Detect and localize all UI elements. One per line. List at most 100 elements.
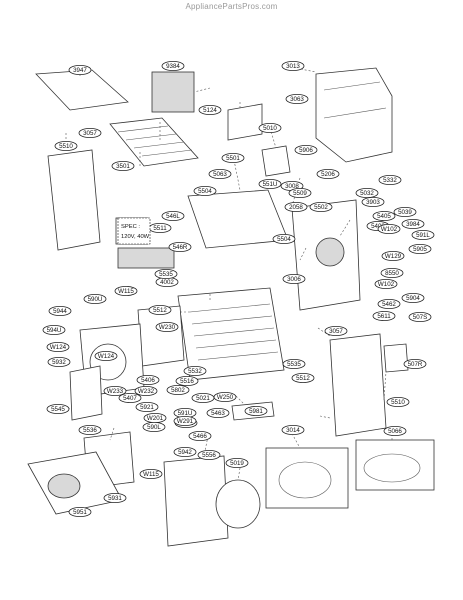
callout-oval [136,374,160,385]
part-callout: 594U [42,324,66,335]
part-number-label: 590L [147,424,161,431]
part-number-label: 5802 [171,387,185,394]
part-number-label: 5931 [108,495,122,502]
part-callout: 5510 [54,140,78,151]
part-callout: 5536 [78,424,102,435]
part-number-label: 5063 [213,171,227,178]
part-callout: W129 [381,250,405,261]
part-callout: 5406 [136,374,160,385]
part-number-label: W124 [98,353,115,360]
part-callout: 5905 [408,243,432,254]
callout-oval [54,140,78,151]
part-number-label: 5466 [193,433,207,440]
callout-oval [103,492,127,503]
part-number-label: 507R [408,361,423,368]
callout-oval [208,168,232,179]
callout-oval [244,405,268,416]
part-callout: 5535 [282,358,306,369]
part-number-label: 5405 [377,213,391,220]
callout-oval [309,201,333,212]
callout-oval [78,424,102,435]
part-callout: W115 [139,468,163,479]
callout-oval [206,407,230,418]
part-number-label: 5010 [263,125,277,132]
part-callout: 5545 [46,403,70,414]
part-number-label: 3014 [286,427,300,434]
callout-oval [148,304,172,315]
part-number-label: 8550 [385,270,399,277]
part-callout: W232 [134,385,158,396]
part-number-label: 5512 [153,307,167,314]
part-callout: 507S [408,311,432,322]
part-callout: 590U [83,293,107,304]
callout-oval [142,421,166,432]
part-callout: 5511 [148,222,172,233]
callout-oval [193,185,217,196]
part-callout: 5932 [47,356,71,367]
part-number-label: 5504 [198,188,212,195]
callout-oval [83,293,107,304]
part-callout: 5516 [175,375,199,386]
part-number-label: 5510 [391,399,405,406]
part-callout: W102 [374,278,398,289]
callout-oval [281,61,305,72]
part-number-label: 2058 [289,204,303,211]
part-callout: 5512 [148,304,172,315]
part-callout: 591U [173,407,197,418]
part-number-label: 5407 [123,395,137,402]
callout-oval [401,218,425,229]
part-number-label: 5921 [140,404,154,411]
spec-line-2: 120V, 40W [121,234,150,240]
part-number-label: 5124 [203,107,217,114]
part-callout: 5462 [377,298,401,309]
part-number-label: 5032 [360,190,374,197]
callout-oval [46,341,70,352]
callout-oval [197,449,221,460]
callout-oval [191,392,215,403]
part-number-label: 3063 [290,96,304,103]
callout-oval [258,123,282,134]
callout-oval [386,396,410,407]
callout-oval [173,446,197,457]
part-number-label: 5511 [153,225,167,232]
part-number-label: 3501 [116,163,130,170]
part-callout: 5535 [154,268,178,279]
part-callout: 5066 [383,425,407,436]
part-callout: 546R [168,241,192,252]
part-callout: 5124 [198,105,222,116]
part-number-label: 5066 [388,428,402,435]
part-number-label: W230 [159,324,176,331]
callout-oval [198,105,222,116]
part-number-label: 594U [47,327,62,334]
part-callout: 5532 [183,365,207,376]
callout-oval [225,457,249,468]
callout-oval [284,201,308,212]
part-callout: 3006 [282,273,306,284]
watermark: AppliancePartsPros.com [185,2,278,11]
part-callout: 5206 [316,168,340,179]
part-callout: 591L [411,229,435,240]
part-number-label: 4002 [160,279,174,286]
spec-note: SPEC : 120V, 40W [117,217,151,245]
callout-oval [114,285,138,296]
part-number-label: 5536 [83,427,97,434]
part-number-label: 5504 [277,236,291,243]
callout-oval [361,196,385,207]
part-number-label: 5206 [321,171,335,178]
part-callout: 507R [403,358,427,369]
part-callout: 5944 [48,305,72,316]
part-callout: 5039 [393,206,417,217]
part-number-label: W102 [381,226,398,233]
callout-oval [221,152,245,163]
callout-oval [188,430,212,441]
part-number-label: 507S [413,314,427,321]
callout-oval [401,292,425,303]
part-callout: 5942 [173,446,197,457]
callout-oval [408,311,432,322]
callout-oval [94,350,118,361]
part-callout: 3057 [324,325,348,336]
callout-oval [381,250,405,261]
part-drawings [27,67,435,547]
part-number-label: 5904 [406,295,420,302]
part-number-label: W233 [107,388,124,395]
